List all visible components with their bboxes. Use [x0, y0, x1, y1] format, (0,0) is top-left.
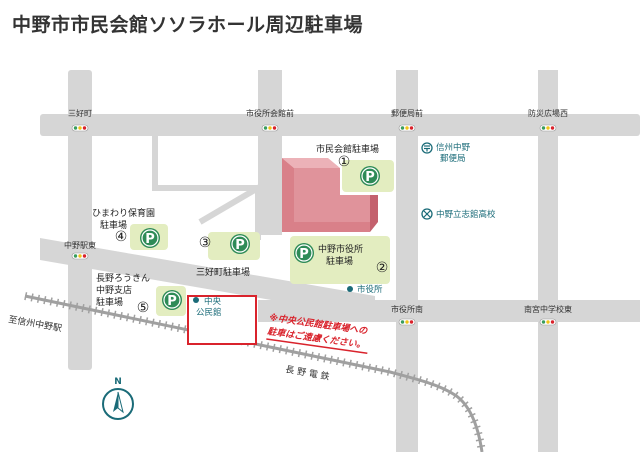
- parking-icon: [162, 290, 182, 310]
- railway-line: [24, 292, 486, 452]
- road-left-vertical: [68, 70, 92, 370]
- central-kominkan-outline: [187, 295, 257, 345]
- central-kominkan-label-2: 公民館: [196, 307, 222, 318]
- road-far-right-vertical: [538, 70, 558, 452]
- parking-icon-ring: [361, 167, 379, 185]
- intersection-label: 中野駅東: [64, 240, 96, 250]
- parking-number: ③: [199, 235, 212, 251]
- intersection-label: 市役所南: [391, 304, 423, 314]
- road-right-vertical: [396, 70, 418, 452]
- roads: [40, 70, 640, 452]
- road-diagonal: [40, 238, 375, 318]
- parking-1: 市民会館駐車場 ① P: [316, 143, 380, 186]
- parking-number: ②: [376, 260, 389, 276]
- parking-label: ひまわり保育園: [92, 207, 155, 219]
- parking-label: 駐車場: [100, 219, 127, 231]
- parking-5: 長野ろうきん 中野支店 駐車場 ⑤ P: [96, 273, 182, 316]
- parking-2: P 中野市役所 駐車場 ②: [294, 243, 388, 276]
- north-arrow: N: [102, 377, 134, 420]
- parking-icon: [140, 228, 160, 248]
- intersection-label: 郵便局前: [391, 108, 423, 118]
- school-icon: [421, 208, 433, 220]
- parking-icon: [230, 234, 250, 254]
- intersection-label: 三好町: [68, 108, 92, 118]
- parking-label: 三好町駐車場: [196, 266, 250, 278]
- parking-3: ③ P 三好町駐車場: [196, 234, 250, 278]
- page-title: 中野市市民会館ソソラホール周辺駐車場: [12, 14, 364, 36]
- parking-label: 長野ろうきん: [96, 273, 150, 284]
- traffic-light-icon: [261, 124, 279, 132]
- traffic-light-icon: [398, 124, 416, 132]
- traffic-light-icon: [398, 318, 416, 326]
- building-side: [340, 195, 378, 232]
- north-label: N: [114, 377, 122, 387]
- parking-number: ①: [338, 154, 351, 170]
- city-hall: 市役所: [347, 284, 383, 295]
- post-office: 信州中野 郵便局: [421, 142, 471, 164]
- parking-icon-ring: [231, 235, 249, 253]
- side-road-lower: [198, 182, 261, 240]
- parking-icon: [294, 243, 314, 263]
- post-office-label-2: 郵便局: [440, 153, 466, 164]
- parking-label: 中野市役所: [318, 243, 363, 255]
- parking-icon: [360, 166, 380, 186]
- civic-hall-building: [282, 158, 378, 232]
- traffic-light-icon: [71, 252, 89, 260]
- railway-label: 長 野 電 鉄: [284, 363, 330, 383]
- traffic-light-icon: [539, 318, 557, 326]
- parking-label: 中野支店: [96, 284, 132, 296]
- high-school: 中野立志館高校: [421, 208, 496, 220]
- intersection-labels: 三好町 市役所会館前 郵便局前 防災広場西 中野駅東 市役所南 南宮中学校東: [64, 108, 572, 314]
- road-north-horizontal: [40, 114, 640, 136]
- parking-symbol: P: [145, 232, 155, 247]
- city-hall-dot: [347, 286, 353, 292]
- building-front: [282, 158, 370, 232]
- parking-label: 駐車場: [96, 296, 123, 308]
- parking-symbol: P: [235, 238, 245, 253]
- post-office-icon: [421, 142, 433, 154]
- traffic-light-icon: [539, 124, 557, 132]
- parking-icon-ring: [163, 291, 181, 309]
- intersection-label: 防災広場西: [528, 108, 568, 118]
- traffic-light-icon: [71, 124, 89, 132]
- central-kominkan-label-1: 中央: [204, 296, 222, 307]
- side-road-upper: [152, 136, 258, 191]
- to-station-label: 至信州中野駅: [7, 313, 62, 334]
- compass-icon: [102, 388, 134, 420]
- parking-symbol: P: [299, 247, 309, 262]
- post-office-label-1: 信州中野: [436, 142, 471, 153]
- railway-ties: [24, 292, 486, 452]
- building-face: [294, 168, 370, 222]
- road-center-vertical: [258, 70, 282, 235]
- high-school-label: 中野立志館高校: [436, 209, 496, 220]
- parking-number: ⑤: [137, 300, 150, 316]
- intersection-label: 市役所会館前: [246, 108, 294, 118]
- city-hall-label: 市役所: [357, 284, 383, 295]
- side-roads: [152, 136, 261, 240]
- parking-number: ④: [115, 229, 128, 245]
- traffic-lights: [71, 124, 557, 326]
- notice-underline: [266, 338, 368, 354]
- parking-icon-ring: [295, 244, 313, 262]
- building-top: [282, 158, 340, 168]
- intersection-label: 南宮中学校東: [524, 304, 572, 314]
- parking-symbol: P: [365, 170, 375, 185]
- parking-icon-ring: [141, 229, 159, 247]
- parking-label: 駐車場: [326, 255, 353, 267]
- central-kominkan-dot: [193, 297, 199, 303]
- parking-area-2: [290, 236, 390, 284]
- parking-label: 市民会館駐車場: [316, 143, 379, 155]
- parking-symbol: P: [167, 294, 177, 309]
- parking-4: ひまわり保育園 駐車場 ④ P: [92, 207, 160, 248]
